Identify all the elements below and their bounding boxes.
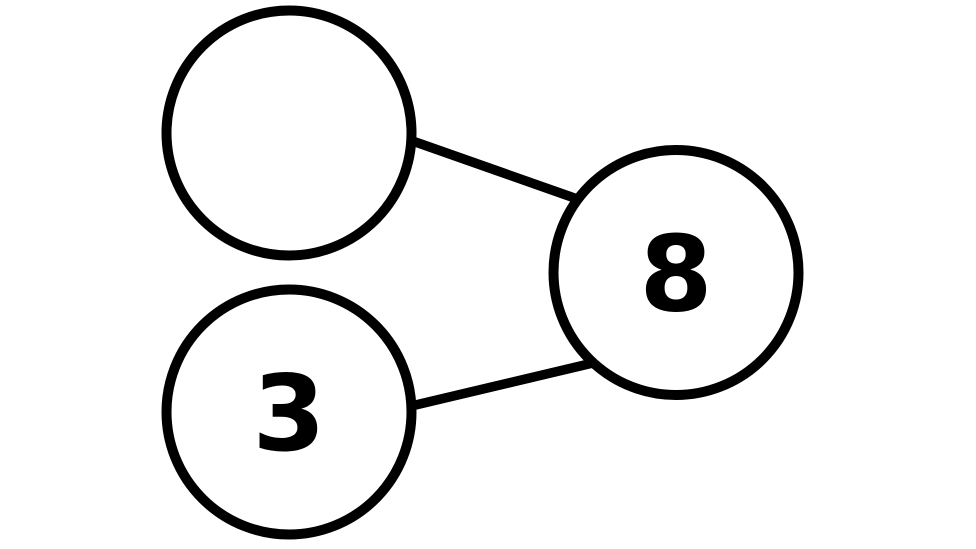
part-circle-empty xyxy=(161,5,417,261)
connector-line-top-part-to-whole xyxy=(385,127,602,212)
whole-value: 8 xyxy=(639,214,712,336)
connector-line-bottom-part-to-whole xyxy=(384,353,616,417)
part-bottom-value: 3 xyxy=(252,353,325,475)
whole-circle xyxy=(548,145,804,400)
part-circle-bottom xyxy=(161,284,417,540)
